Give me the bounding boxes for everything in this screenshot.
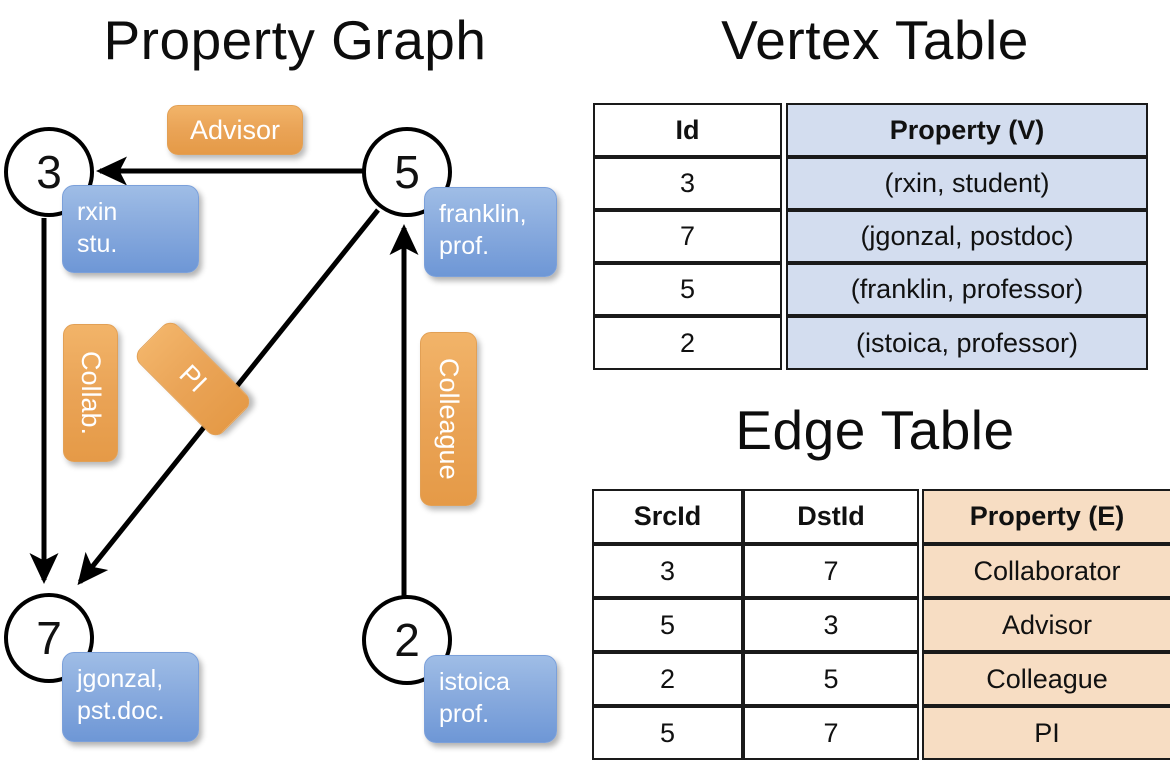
edge-label-collab[interactable]: Collab. <box>63 324 118 462</box>
edge-table-row-2-srcid: 2 <box>592 652 743 706</box>
edge-table-row-0-property: Collaborator <box>922 544 1170 598</box>
edge-label-pi-text: PI <box>173 359 213 399</box>
edge-table-row-0-dstid: 7 <box>743 544 919 598</box>
node-property-7-line-2: pst.doc. <box>77 697 165 725</box>
node-property-5-line-2: prof. <box>439 232 490 260</box>
graph-node-3[interactable]: 3 <box>4 127 94 217</box>
node-property-2-line-1: istoica <box>439 668 510 696</box>
edge-table-header-srcid: SrcId <box>592 489 743 544</box>
vertex-table-header-property: Property (V) <box>786 103 1148 157</box>
edge-table-row-3-property: PI <box>922 706 1170 760</box>
edge-table-header-property: Property (E) <box>922 489 1170 544</box>
node-property-box-7[interactable]: jgonzal, pst.doc. <box>62 652 199 742</box>
vertex-table-row-3-property: (istoica, professor) <box>786 316 1148 370</box>
edge-table-row-0-srcid: 3 <box>592 544 743 598</box>
node-property-7-line-1: jgonzal, <box>77 665 164 693</box>
vertex-table-row-1-property: (jgonzal, postdoc) <box>786 210 1148 263</box>
vertex-table-header-id: Id <box>593 103 782 157</box>
edge-table-row-1-srcid: 5 <box>592 598 743 652</box>
node-property-box-2[interactable]: istoica prof. <box>424 655 557 743</box>
edge-table-row-1-dstid: 3 <box>743 598 919 652</box>
graph-node-5-label: 5 <box>394 146 420 198</box>
vertex-table-row-0-property: (rxin, student) <box>786 157 1148 210</box>
edge-table-row-3-srcid: 5 <box>592 706 743 760</box>
property-graph-diagram: 3 5 7 2 rxin stu. franklin, prof. jgonza… <box>0 0 580 760</box>
edge-table-header-dstid: DstId <box>743 489 919 544</box>
node-property-5-line-1: franklin, <box>439 200 527 228</box>
edge-label-collab-text: Collab. <box>76 350 106 436</box>
node-property-box-3[interactable]: rxin stu. <box>62 185 199 273</box>
edge-label-colleague[interactable]: Colleague <box>420 332 477 506</box>
node-property-box-5[interactable]: franklin, prof. <box>424 187 557 277</box>
page-title-property-graph: Property Graph <box>103 9 487 71</box>
page-title-edge-table: Edge Table <box>735 399 1015 461</box>
edge-table-row-3-dstid: 7 <box>743 706 919 760</box>
node-property-2-line-2: prof. <box>439 700 490 728</box>
graph-node-3-label: 3 <box>36 146 62 198</box>
page-title-vertex-table: Vertex Table <box>721 9 1029 71</box>
vertex-table-row-2-property: (franklin, professor) <box>786 263 1148 316</box>
edge-label-colleague-text: Colleague <box>434 358 464 480</box>
vertex-table-row-3-id: 2 <box>593 316 782 370</box>
vertex-table-row-2-id: 5 <box>593 263 782 316</box>
graph-node-2-label: 2 <box>394 614 420 666</box>
node-property-3-line-2: stu. <box>77 230 118 258</box>
node-property-3-line-1: rxin <box>77 198 118 226</box>
edge-table-row-2-dstid: 5 <box>743 652 919 706</box>
edge-table-row-2-property: Colleague <box>922 652 1170 706</box>
edge-table-row-1-property: Advisor <box>922 598 1170 652</box>
edge-label-advisor[interactable]: Advisor <box>167 105 303 155</box>
edge-label-advisor-text: Advisor <box>189 114 281 145</box>
vertex-table-row-1-id: 7 <box>593 210 782 263</box>
vertex-table-row-0-id: 3 <box>593 157 782 210</box>
graph-node-7-label: 7 <box>36 612 62 664</box>
